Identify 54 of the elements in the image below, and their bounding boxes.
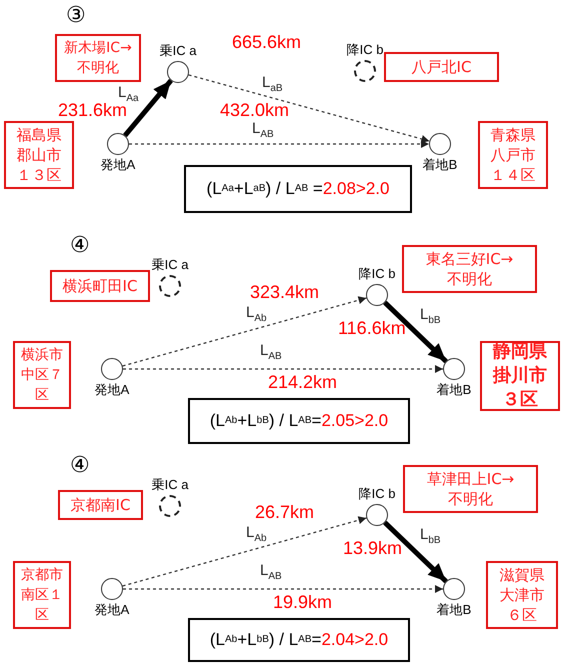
- node-label: 発地A: [100, 157, 136, 173]
- arrow: [123, 78, 173, 138]
- panel-number: ③: [66, 2, 86, 28]
- distance-label: 214.2km: [268, 372, 338, 393]
- edge-label: L$_{AB}$: [252, 120, 274, 137]
- node-label: 降IC b: [346, 42, 384, 58]
- node-label: 乗IC a: [152, 257, 188, 273]
- distance-label: 116.6km: [338, 318, 406, 339]
- edge-label: L$_{AB}$: [260, 342, 282, 359]
- panel-number: ④: [70, 232, 90, 258]
- distance-label: 665.6km: [232, 32, 302, 53]
- node-label: 発地A: [94, 382, 130, 398]
- location-box: 京都市南区１区: [13, 561, 71, 629]
- location-box: 滋賀県大津市６区: [486, 561, 558, 629]
- location-box: 横浜市中区７区: [13, 341, 71, 409]
- edge-label: L$_{Aa}$: [118, 84, 139, 101]
- distance-label: 19.9km: [273, 592, 332, 613]
- edge-label: L$_{bB}$: [420, 526, 441, 543]
- location-box: 静岡県掛川市３区: [480, 341, 560, 411]
- node-label: 着地B: [436, 382, 472, 398]
- arrow: [188, 74, 430, 143]
- location-box: 東名三好IC→不明化: [402, 245, 537, 293]
- arrow: [123, 585, 443, 593]
- distance-label: 26.7km: [255, 502, 314, 523]
- edge-label: L$_{Ab}$: [246, 304, 267, 321]
- arrow: [122, 296, 367, 367]
- arrow: [129, 140, 429, 148]
- edge-label: L$_{bB}$: [420, 306, 441, 323]
- arrow: [122, 516, 367, 587]
- location-box: 横浜町田IC: [50, 270, 150, 302]
- edge-label: L$_{aB}$: [262, 74, 283, 91]
- panel-number: ④: [70, 452, 90, 478]
- node-label: 着地B: [422, 157, 458, 173]
- distance-label: 231.6km: [58, 100, 128, 121]
- distance-label: 13.9km: [343, 538, 402, 559]
- node-label: 着地B: [436, 602, 472, 618]
- edge-label: L$_{Ab}$: [246, 524, 267, 541]
- location-box: 青森県八戸市１４区: [478, 121, 548, 189]
- location-box: 京都南IC: [58, 490, 143, 520]
- distance-label: 323.4km: [250, 282, 320, 303]
- location-box: 八戸北IC: [384, 52, 499, 82]
- location-box: 新木場IC→不明化: [55, 34, 141, 82]
- location-box: 草津田上IC→不明化: [403, 465, 538, 513]
- edge-label: L$_{AB}$: [260, 562, 282, 579]
- node-label: 降IC b: [358, 486, 396, 502]
- distance-label: 432.0km: [220, 100, 290, 121]
- node-label: 発地A: [94, 602, 130, 618]
- arrow: [383, 520, 448, 584]
- arrow: [383, 300, 448, 364]
- node-label: 降IC b: [358, 266, 396, 282]
- node-label: 乗IC a: [152, 477, 188, 493]
- location-box: 福島県郡山市１３区: [4, 121, 74, 189]
- arrow: [123, 365, 443, 373]
- node-label: 乗IC a: [160, 43, 196, 59]
